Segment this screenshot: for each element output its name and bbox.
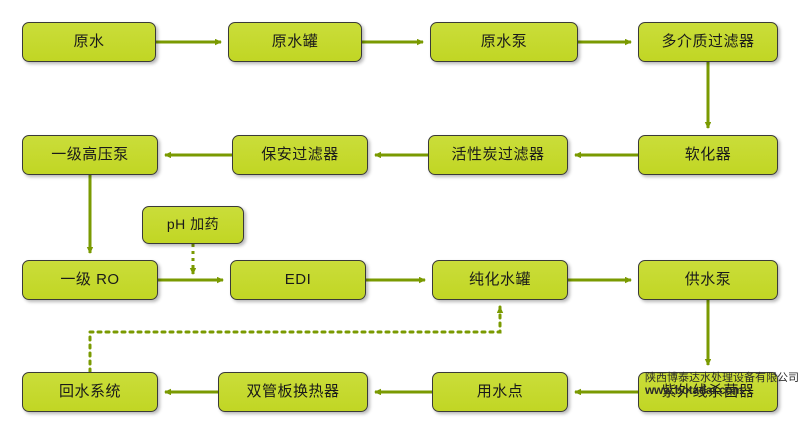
node-supply-pump[interactable]: 供水泵 <box>638 260 778 300</box>
node-raw-water[interactable]: 原水 <box>22 22 156 62</box>
node-label: 纯化水罐 <box>468 270 531 288</box>
node-double-tube-heat-exchanger[interactable]: 双管板换热器 <box>218 372 368 412</box>
node-label: 供水泵 <box>684 270 732 288</box>
node-label: 软化器 <box>684 145 732 163</box>
node-label: 一级高压泵 <box>51 145 129 163</box>
node-ro-stage-1[interactable]: 一级 RO <box>22 260 158 300</box>
node-label: pH 加药 <box>166 216 220 233</box>
node-raw-water-tank[interactable]: 原水罐 <box>228 22 362 62</box>
node-label: 原水 <box>73 32 105 50</box>
node-label: EDI <box>284 270 312 288</box>
node-label: 原水泵 <box>480 32 528 50</box>
node-edi[interactable]: EDI <box>230 260 366 300</box>
node-raw-water-pump[interactable]: 原水泵 <box>430 22 578 62</box>
node-water-use-point[interactable]: 用水点 <box>432 372 568 412</box>
node-label: 活性炭过滤器 <box>451 145 545 163</box>
node-ph-dosing[interactable]: pH 加药 <box>142 206 244 244</box>
edge-return-loop-to-purified-tank <box>88 305 504 374</box>
node-label: 原水罐 <box>271 32 319 50</box>
node-uv-sterilizer[interactable]: 紫外线杀菌器 <box>638 372 778 412</box>
node-label: 双管板换热器 <box>246 382 340 400</box>
node-activated-carbon-filter[interactable]: 活性炭过滤器 <box>428 135 568 175</box>
node-label: 紫外线杀菌器 <box>661 382 755 400</box>
node-softener[interactable]: 软化器 <box>638 135 778 175</box>
node-multimedia-filter[interactable]: 多介质过滤器 <box>638 22 778 62</box>
node-label: 用水点 <box>476 382 524 400</box>
node-high-pressure-pump[interactable]: 一级高压泵 <box>22 135 158 175</box>
node-label: 一级 RO <box>60 270 120 288</box>
node-security-filter[interactable]: 保安过滤器 <box>232 135 368 175</box>
node-label: 保安过滤器 <box>261 145 339 163</box>
node-label: 回水系统 <box>58 382 121 400</box>
node-purified-water-tank[interactable]: 纯化水罐 <box>432 260 568 300</box>
node-return-water-system[interactable]: 回水系统 <box>22 372 158 412</box>
node-label: 多介质过滤器 <box>661 32 755 50</box>
